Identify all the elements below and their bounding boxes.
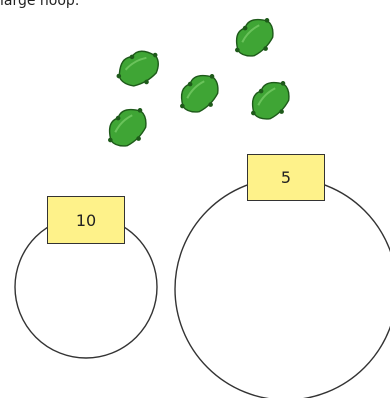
instruction-text: large hoop. — [0, 0, 80, 9]
beanbag[interactable] — [109, 42, 169, 97]
small-hoop-label: 10 — [47, 196, 125, 244]
beanbag[interactable] — [241, 71, 301, 131]
large-hoop — [174, 177, 390, 398]
beanbag[interactable] — [170, 64, 230, 124]
large-hoop-label: 5 — [247, 154, 325, 201]
beanbag[interactable] — [98, 98, 158, 158]
beanbag[interactable] — [225, 8, 285, 68]
